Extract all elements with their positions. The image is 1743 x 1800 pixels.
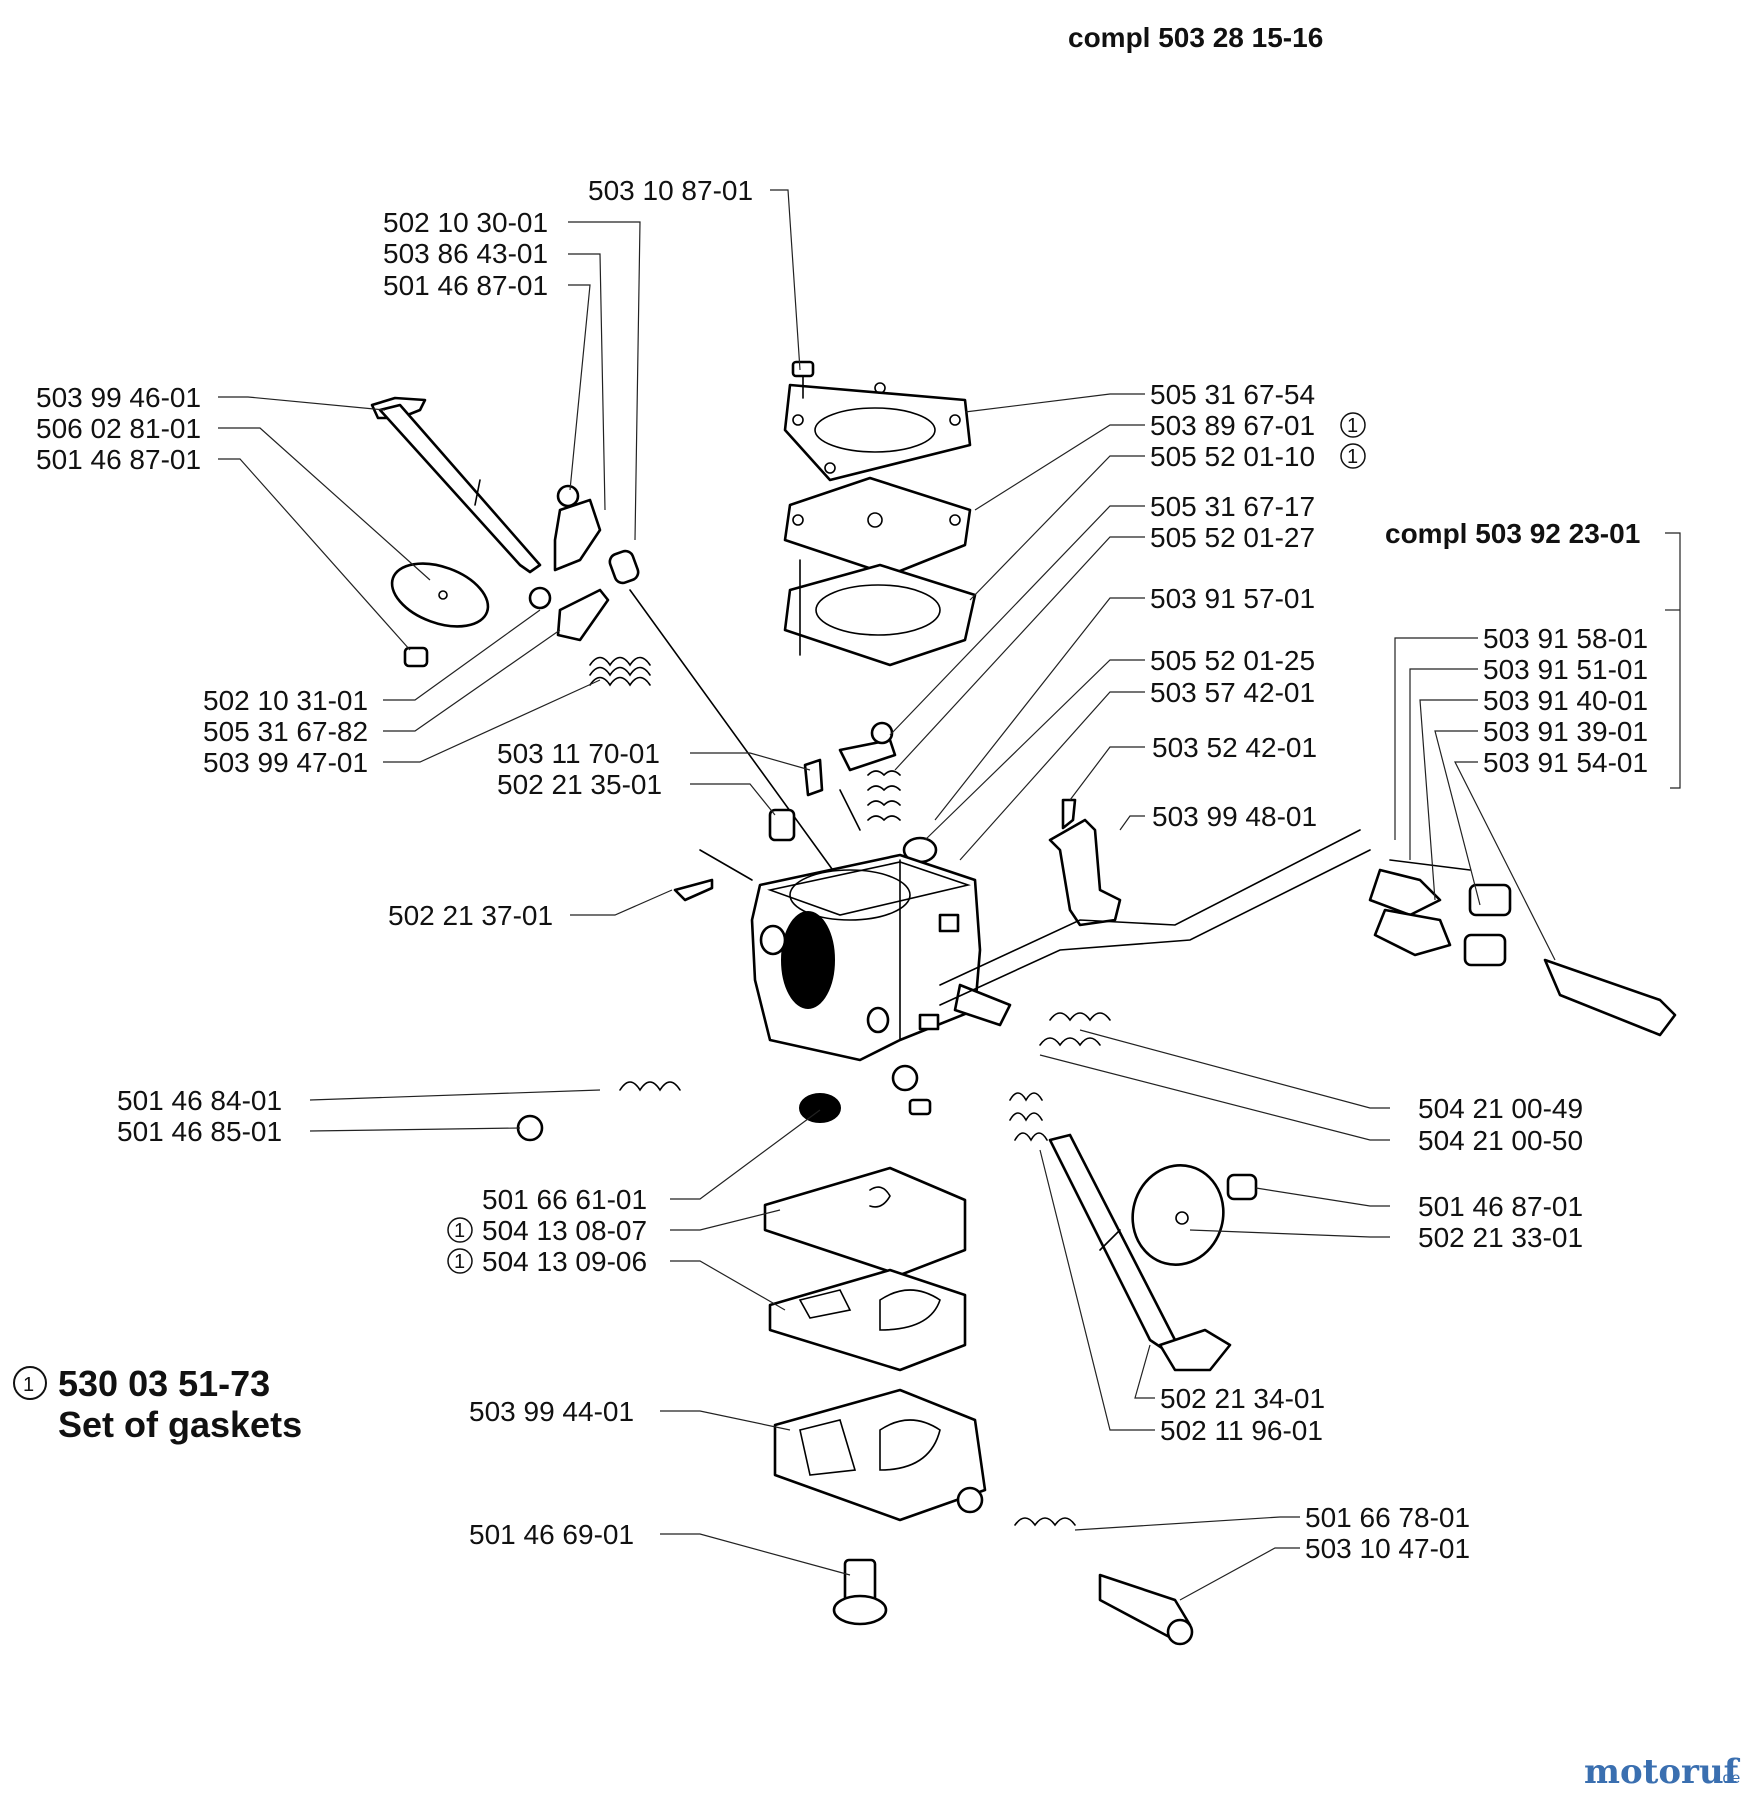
gasket-set-part-number: 530 03 51-73 [58, 1363, 270, 1404]
gasket-set-label: Set of gaskets [58, 1404, 302, 1445]
watermark-logo: motoruf .de [1584, 1752, 1741, 1792]
label-502-10-30-01: 502 10 30-01 [383, 207, 548, 238]
label-503-86-43-01: 503 86 43-01 [383, 238, 548, 269]
svg-text:1: 1 [1347, 415, 1358, 437]
carburetor-body [699, 849, 1012, 1062]
gasket-set-legend: 1 530 03 51-73 Set of gaskets [13, 1363, 302, 1445]
small-parts-left [516, 878, 932, 1142]
legend-marker: 1 [23, 1374, 34, 1396]
label-503-99-48-01: 503 99 48-01 [1152, 801, 1317, 832]
label-503-91-51-01: 503 91 51-01 [1483, 654, 1648, 685]
label-502-21-34-01: 502 21 34-01 [1160, 1383, 1325, 1414]
label-501-66-61-01: 501 66 61-01 [482, 1184, 647, 1215]
label-506-02-81-01: 506 02 81-01 [36, 413, 201, 444]
label-503-99-47-01: 503 99 47-01 [203, 747, 368, 778]
high-low-needles [939, 829, 1677, 1037]
gasket-marker-1: 1 [1340, 412, 1366, 438]
diaphragm-stack [783, 360, 977, 667]
label-505-31-67-82: 505 31 67-82 [203, 716, 368, 747]
subassembly-label: compl 503 92 23-01 [1385, 518, 1640, 549]
label-503-10-87-01: 503 10 87-01 [588, 175, 753, 206]
label-503-99-44-01: 503 99 44-01 [469, 1396, 634, 1427]
label-503-57-42-01: 503 57 42-01 [1150, 677, 1315, 708]
label-503-10-47-01: 503 10 47-01 [1305, 1533, 1470, 1564]
leader-lines [218, 189, 1681, 1601]
label-503-99-46-01: 503 99 46-01 [36, 382, 201, 413]
label-504-13-08-07: 504 13 08-07 [482, 1215, 647, 1246]
label-503-91-40-01: 503 91 40-01 [1483, 685, 1648, 716]
label-504-21-00-49: 504 21 00-49 [1418, 1093, 1583, 1124]
throttle-shaft-assembly [1048, 1133, 1258, 1372]
label-505-52-01-25: 505 52 01-25 [1150, 645, 1315, 676]
lower-body-parts [763, 1166, 1194, 1646]
needle-valve-lever [768, 721, 938, 864]
label-502-21-37-01: 502 21 37-01 [388, 900, 553, 931]
svg-text:1: 1 [1347, 446, 1358, 468]
choke-shaft-assembly [370, 396, 841, 881]
label-501-46-85-01: 501 46 85-01 [117, 1116, 282, 1147]
svg-text:1: 1 [454, 1251, 465, 1273]
svg-text:.de: .de [1718, 1770, 1740, 1787]
label-502-21-33-01: 502 21 33-01 [1418, 1222, 1583, 1253]
gasket-marker-2: 1 [1340, 443, 1366, 469]
label-501-46-87-01-b: 501 46 87-01 [36, 444, 201, 475]
label-503-52-42-01: 503 52 42-01 [1152, 732, 1317, 763]
label-502-10-31-01: 502 10 31-01 [203, 685, 368, 716]
label-505-52-01-27: 505 52 01-27 [1150, 522, 1315, 553]
label-502-11-96-01: 502 11 96-01 [1160, 1415, 1323, 1446]
label-501-46-87-01-a: 501 46 87-01 [383, 270, 548, 301]
label-503-91-39-01: 503 91 39-01 [1483, 716, 1648, 747]
gasket-marker-4: 1 [447, 1248, 473, 1274]
label-505-52-01-10: 505 52 01-10 [1150, 441, 1315, 472]
label-505-31-67-17: 505 31 67-17 [1150, 491, 1315, 522]
label-502-21-35-01: 502 21 35-01 [497, 769, 662, 800]
part-labels: 503 10 87-01 502 10 30-01 503 86 43-01 5… [36, 175, 1648, 1564]
label-504-13-09-06: 504 13 09-06 [482, 1246, 647, 1277]
svg-text:motoruf: motoruf [1584, 1752, 1741, 1792]
assembly-title: compl 503 28 15-16 [1068, 22, 1323, 53]
label-501-46-69-01: 501 46 69-01 [469, 1519, 634, 1550]
label-503-11-70-01: 503 11 70-01 [497, 738, 660, 769]
label-501-46-84-01: 501 46 84-01 [117, 1085, 282, 1116]
label-501-46-87-01-c: 501 46 87-01 [1418, 1191, 1583, 1222]
label-503-91-58-01: 503 91 58-01 [1483, 623, 1648, 654]
label-503-89-67-01: 503 89 67-01 [1150, 410, 1315, 441]
gasket-marker-3: 1 [447, 1217, 473, 1243]
label-503-91-54-01: 503 91 54-01 [1483, 747, 1648, 778]
label-501-66-78-01: 501 66 78-01 [1305, 1502, 1470, 1533]
label-503-91-57-01: 503 91 57-01 [1150, 583, 1315, 614]
label-504-21-00-50: 504 21 00-50 [1418, 1125, 1583, 1156]
idle-screw-assembly [1009, 798, 1122, 1142]
label-505-31-67-54: 505 31 67-54 [1150, 379, 1315, 410]
svg-text:1: 1 [454, 1220, 465, 1242]
